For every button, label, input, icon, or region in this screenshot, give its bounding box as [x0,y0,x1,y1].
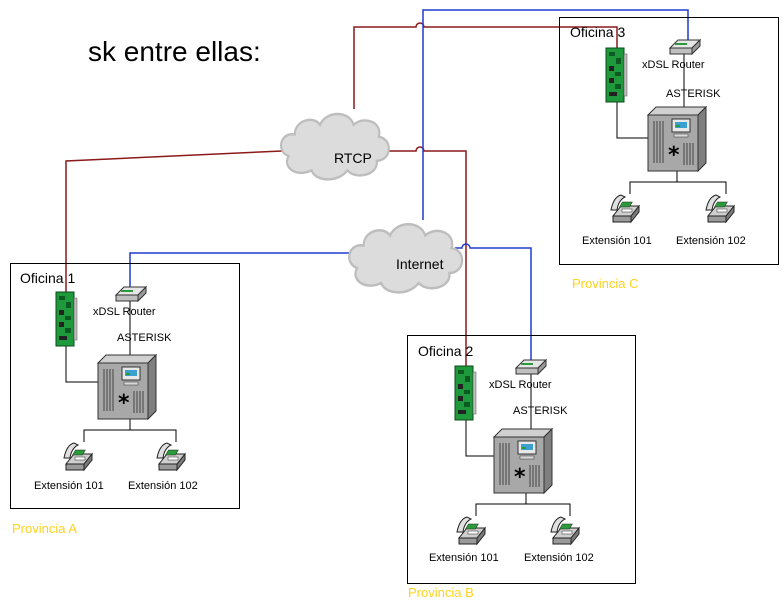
office-1-router-label: xDSL Router [93,306,156,318]
internet-link-oficina-2 [455,243,532,362]
office-2-router-label: xDSL Router [489,379,552,391]
province-c-label: Provincia C [572,276,639,291]
rtcp-link-oficina-2 [282,146,467,366]
office-3-box [559,17,779,265]
office-2-pbx-label: ASTERISK [513,405,568,417]
office-3-router-label: xDSL Router [642,59,705,71]
office-1-pbx-label: ASTERISK [117,332,172,344]
rtcp-links [65,22,618,366]
office-3-extension-101: Extensión 101 [582,235,652,247]
province-b-label: Provincia B [408,585,474,600]
office-1-extension-101: Extensión 101 [34,480,104,492]
office-2-extension-101: Extensión 101 [429,552,499,564]
office-1-links [65,299,177,442]
rtcp-label: RTCP [334,150,372,166]
office-3-links [616,54,727,194]
internet-links [129,9,689,362]
province-a-label: Provincia A [12,521,78,536]
rtcp-link-oficina-1 [65,150,283,292]
office-2-title: Oficina 2 [418,343,474,359]
office-2-extension-102: Extensión 102 [524,552,594,564]
rtcp-link-oficina-3 [353,22,618,109]
slide-heading: sk entre ellas: [88,36,261,67]
office-3-extension-102: Extensión 102 [676,235,746,247]
office-3-title: Oficina 3 [570,24,626,40]
internet-label: Internet [396,256,444,272]
internet-link-oficina-1 [129,252,352,287]
office-2-links [465,374,571,516]
office-1-title: Oficina 1 [20,270,76,286]
office-3-pbx-label: ASTERISK [666,88,721,100]
rtcp-cloud [279,112,391,181]
office-1-extension-102: Extensión 102 [128,480,198,492]
office-1-box [10,263,240,509]
office-2-box [407,335,636,584]
internet-link-oficina-3 [422,9,689,220]
